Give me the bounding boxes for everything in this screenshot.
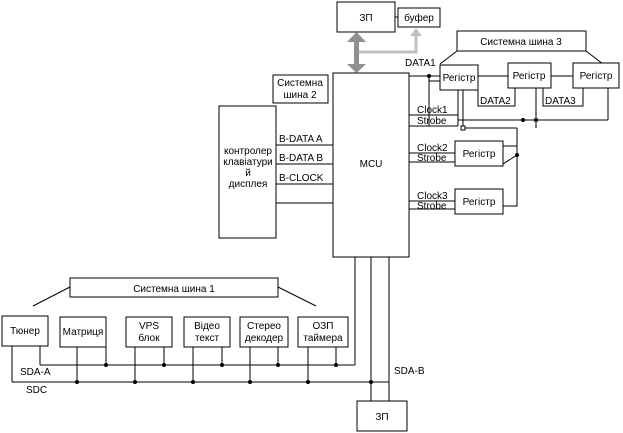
system-bus-3-box [456, 30, 587, 52]
data3-label: DATA3 [545, 96, 576, 107]
signal-b-data-a: B-DATA A [279, 134, 323, 145]
stereo-line1: Стерео [247, 321, 281, 332]
buffer-label: буфер [404, 12, 434, 24]
keyboard-controller-line4: дисплея [229, 179, 268, 190]
vps-box [125, 316, 173, 348]
keyboard-controller-line3: й [245, 168, 251, 179]
memory-bottom-label: ЗП [375, 412, 388, 423]
buffer-link-arrow-icon [359, 28, 422, 54]
data1-label: DATA1 [405, 58, 436, 69]
timer-ram-box [297, 316, 349, 348]
stereo-decoder-box [239, 316, 289, 348]
clock3-label: Clock3 [417, 191, 448, 202]
strobe1-label: Strobe [417, 116, 447, 127]
timer-ram-line2: таймера [303, 333, 343, 344]
register-4-box [454, 140, 504, 167]
register-5-label: Регістр [463, 197, 496, 208]
register-1-label: Регістр [443, 73, 476, 84]
vps-line2: блок [138, 332, 160, 344]
videotext-line1: Відео [194, 321, 220, 332]
mcu-box [332, 72, 410, 258]
memory-top-box [336, 1, 396, 33]
stereo-line2: декодер [245, 333, 284, 344]
clock2-label: Clock2 [417, 143, 448, 154]
memory-top-label: ЗП [359, 13, 372, 24]
sda-b-label: SDA-B [394, 366, 425, 377]
strobe2-label: Strobe [417, 153, 447, 164]
system-bus-2-line2: шина 2 [283, 90, 316, 101]
keyboard-controller-line2: клавіатури [223, 157, 273, 168]
clock1-label: Clock1 [417, 105, 448, 116]
mcu-label: MCU [360, 159, 383, 170]
keyboard-controller-box [218, 105, 277, 239]
timer-ram-line1: ОЗП [312, 321, 333, 332]
system-bus-2-line1: Системна [277, 78, 323, 89]
memory-bottom-box [356, 400, 408, 432]
system-bus-3-label: Системна шина 3 [480, 37, 562, 48]
register-2-label: Регістр [513, 71, 546, 82]
register-4-label: Регістр [463, 149, 496, 160]
tuner-label: Тюнер [10, 326, 40, 337]
register-3-label: Регістр [580, 71, 613, 82]
sda-a-label: SDA-A [20, 367, 51, 378]
keyboard-controller-line1: контролер [224, 146, 272, 157]
vps-line1: VPS [139, 321, 159, 332]
sdc-label: SDC [26, 385, 47, 396]
register-5-box [454, 188, 504, 215]
system-bus-2-box [272, 74, 329, 104]
videotext-line2: текст [195, 333, 220, 344]
system-bus-1-label: Системна шина 1 [133, 284, 215, 295]
signal-b-clock: B-CLOCK [279, 173, 324, 184]
signal-b-data-b: B-DATA B [279, 153, 323, 164]
data2-label: DATA2 [480, 96, 511, 107]
strobe3-label: Strobe [417, 201, 447, 212]
tuner-box [1, 315, 49, 347]
register-3-box [572, 62, 620, 89]
matrix-box [59, 316, 107, 348]
videotext-box [183, 316, 231, 348]
matrix-label: Матриця [63, 327, 104, 338]
memory-bus-double-arrow-icon [347, 32, 366, 73]
register-1-box [439, 64, 479, 91]
